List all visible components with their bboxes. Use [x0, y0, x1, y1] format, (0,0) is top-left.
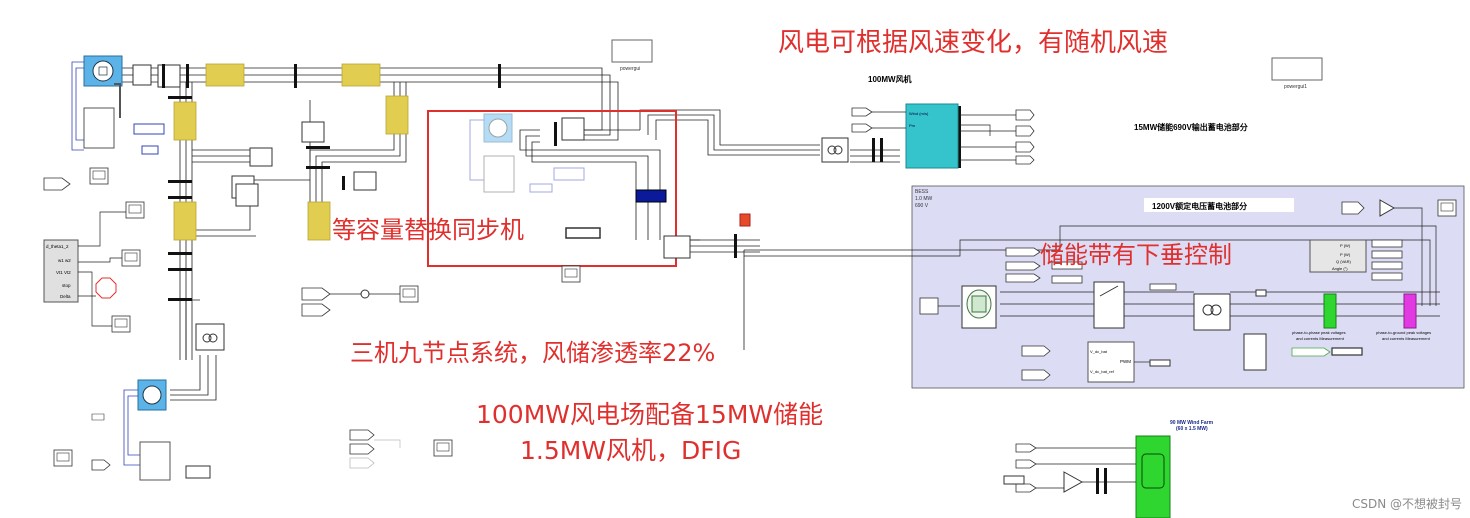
pwm-label: PWM: [1120, 359, 1131, 364]
sync-machine-1[interactable]: [83, 55, 123, 87]
bus-bars: [162, 64, 961, 301]
turbine-transformer[interactable]: [821, 137, 849, 163]
watermark: CSDN @不想被封号: [1351, 497, 1462, 511]
governor-2[interactable]: [139, 441, 171, 481]
pq-measure-block[interactable]: [1309, 239, 1367, 273]
wind-farm-block[interactable]: [1135, 435, 1171, 518]
bess-voltage: 690 V: [915, 203, 929, 209]
angle-label: Angle (°): [1332, 266, 1348, 271]
meas1-label: phase-to-phase peak voltages: [1292, 330, 1346, 335]
w1w2-label: w1 w2: [58, 258, 71, 263]
meas1b-label: and currents Measurement: [1296, 336, 1345, 341]
powergui1-label: powergui1: [1284, 84, 1307, 90]
annotation-replace-sync: 等容量替换同步机: [332, 216, 524, 244]
transformer-3[interactable]: [663, 235, 691, 259]
powergui-block[interactable]: [611, 39, 653, 63]
annotation-system-desc: 三机九节点系统，风储渗透率22%: [350, 339, 716, 367]
theta-label: d_theta1_2: [46, 244, 69, 249]
wind-farm-title: 90 MW Wind Farm: [1170, 420, 1214, 426]
bess-breaker[interactable]: [1093, 281, 1125, 329]
scope-9[interactable]: [1437, 199, 1457, 217]
meas2-label: phase-to-ground peak voltages: [1376, 330, 1431, 335]
vdc-bat-ref-label: V_dc_bat_ref: [1090, 369, 1115, 374]
scope-8[interactable]: [561, 265, 581, 283]
replaced-sync-machine-ghost: [469, 113, 585, 193]
pm-input-label: Pm: [909, 123, 916, 128]
meas-block-green[interactable]: [1323, 293, 1337, 329]
display-block: [565, 227, 601, 239]
scope-4[interactable]: [111, 315, 131, 333]
battery-1200v-label: 1200V额定电压蓄电池部分: [1152, 201, 1247, 211]
fault-block[interactable]: [739, 213, 751, 227]
powergui-label: powergui: [620, 66, 640, 72]
annotation-farm-storage: 100MW风电场配备15MW储能: [476, 400, 824, 429]
powergui1-block[interactable]: [1271, 57, 1323, 81]
delta-label: Delta: [60, 294, 71, 299]
vdc-bat-label: V_dc_bat: [1090, 349, 1108, 354]
p-kw-label: P (W): [1340, 243, 1351, 248]
bess-transformer[interactable]: [1193, 293, 1231, 331]
v1v2-label: Vt1 Vt2: [56, 270, 71, 275]
display-1: [133, 123, 165, 135]
scope-7[interactable]: [433, 439, 453, 457]
replacement-highlight-box: [427, 110, 677, 267]
annotation-dfig: 1.5MW风机，DFIG: [520, 436, 742, 465]
meas2b-label: and currents Measurement: [1382, 336, 1431, 341]
q-var-label: Q (VAR): [1336, 259, 1351, 264]
scope-5[interactable]: [53, 449, 73, 467]
sync-machine-2[interactable]: [137, 379, 167, 411]
annotation-wind-random: 风电可根据风速变化，有随机风速: [778, 28, 1169, 58]
wind-input-label: Wind (m/s): [909, 111, 929, 116]
battery-block[interactable]: [961, 285, 997, 329]
dfig-wind-turbine[interactable]: [905, 103, 959, 169]
scope-3[interactable]: [121, 249, 141, 267]
delta-calc-block[interactable]: [43, 239, 79, 303]
scope-2[interactable]: [125, 201, 145, 219]
meas-block-magenta[interactable]: [1403, 293, 1417, 329]
wind-farm-subtitle: (60 x 1.5 MW): [1176, 426, 1208, 432]
stop-label: stop: [62, 283, 71, 288]
breaker-1[interactable]: [132, 64, 152, 86]
p-w-label: P (W): [1340, 252, 1351, 257]
bess-title: BESS: [915, 189, 929, 195]
transmission-lines[interactable]: [173, 63, 409, 241]
breaker-3[interactable]: [561, 117, 585, 141]
scope-1[interactable]: [89, 167, 109, 185]
bess-power: 1.0 MW: [915, 196, 933, 202]
annotation-droop-control: 储能带有下垂控制: [1040, 241, 1232, 269]
governor-1[interactable]: [83, 107, 115, 149]
transformer-2[interactable]: [195, 323, 225, 351]
turbine-label: 100MW风机: [868, 74, 912, 84]
bess-panel: [911, 185, 1465, 389]
pwm-controller[interactable]: [1087, 341, 1135, 383]
three-phase-breaker[interactable]: [635, 189, 667, 203]
scope-6[interactable]: [399, 285, 419, 303]
stop-block[interactable]: [95, 277, 117, 299]
battery-15mw-label: 15MW储能690V输出蓄电池部分: [1134, 122, 1248, 132]
